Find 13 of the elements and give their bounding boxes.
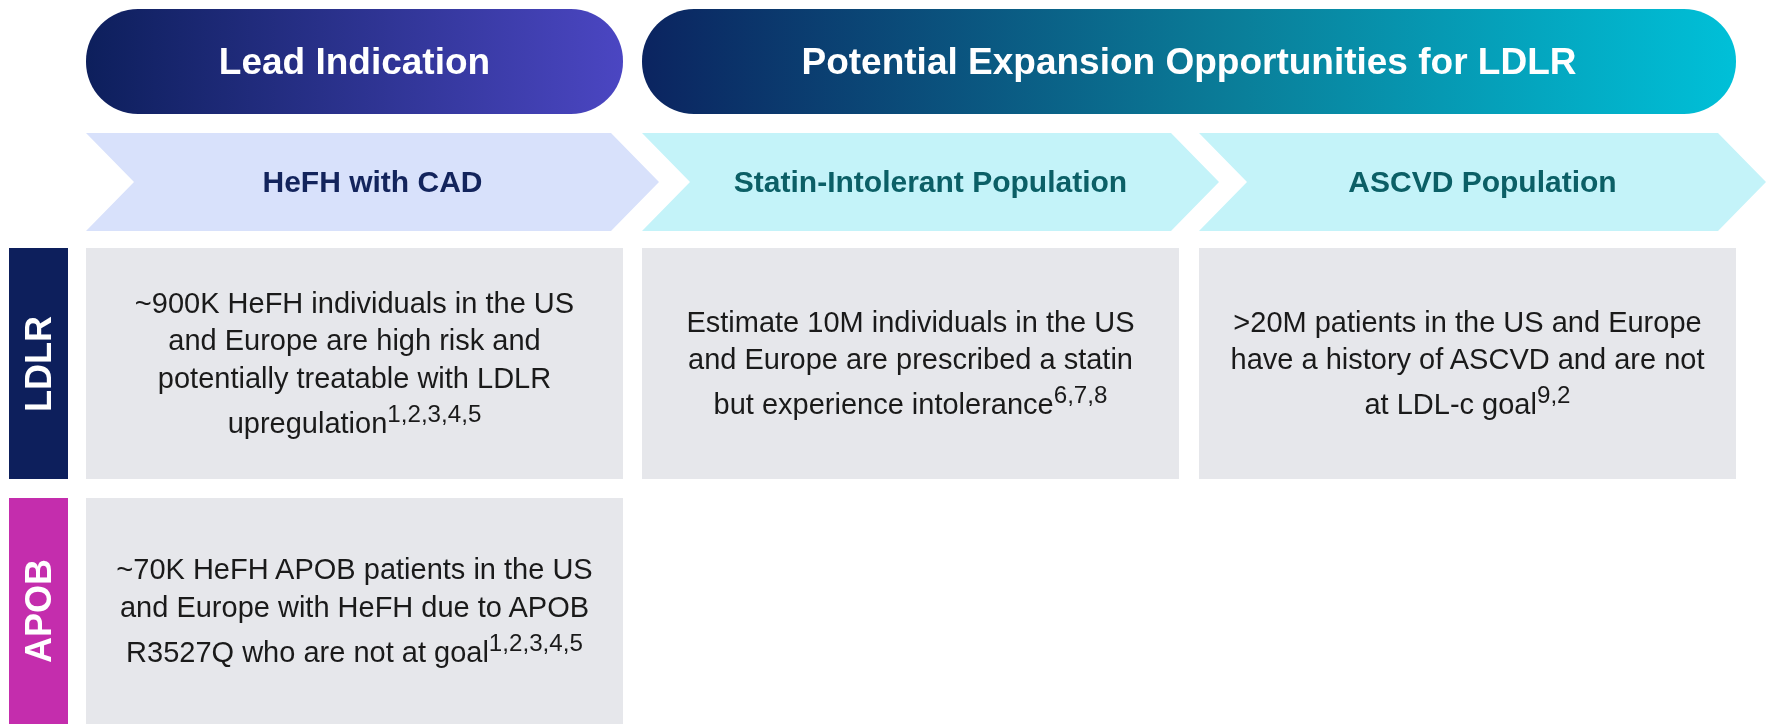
text-panel: ~70K HeFH APOB patients in the US and Europe with HeFH due to APOB R3527Q who are not at goal$^{1,2,3,4,5}$: [86, 498, 623, 724]
row-label: APOB: [17, 559, 60, 663]
header-banner: Lead Indication: [86, 9, 623, 114]
column-heading: Statin-Intolerant Population: [733, 165, 1128, 199]
text-panel: >20M patients in the US and Europe have a history of ASCVD and are not at LDL-c goal$^{9,2}$: [1199, 248, 1736, 479]
row-label-bar: [9, 248, 68, 479]
row-label: LDLR: [17, 315, 60, 412]
text-panel: ~900K HeFH individuals in the US and Europe are high risk and potentially treatable with LDLR upregulation$^{1,2,3,4,5}$: [86, 248, 623, 479]
header-banner: Potential Expansion Opportunities for LDLR: [642, 9, 1736, 114]
text-panel: Estimate 10M individuals in the US and Europe are prescribed a statin but experience intolerance$^{6,7,8}$: [642, 248, 1179, 479]
column-heading: ASCVD Population: [1348, 165, 1617, 199]
column-heading: HeFH with CAD: [262, 165, 483, 199]
row-label-bar: [9, 498, 68, 724]
